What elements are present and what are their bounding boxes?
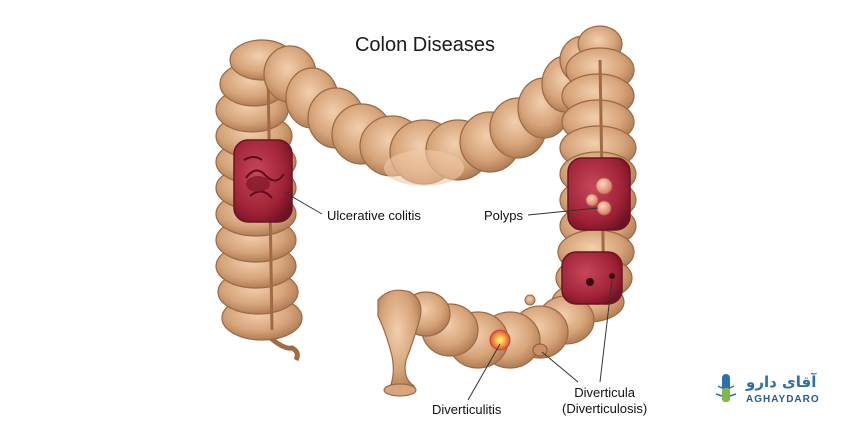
label-diverticula: Diverticula (Diverticulosis) xyxy=(562,385,647,417)
brand-logo: آقای دارو AGHAYDARO xyxy=(714,372,840,412)
diverticula-window xyxy=(561,251,623,305)
label-polyps: Polyps xyxy=(484,208,524,223)
leader-polyps xyxy=(527,207,599,216)
polyp-1 xyxy=(595,177,613,195)
polyp-2 xyxy=(596,200,612,216)
diagram-title: Colon Diseases xyxy=(354,34,496,56)
logo-text-en: AGHAYDARO xyxy=(746,394,820,405)
leader-diverticula-1 xyxy=(541,351,579,383)
label-ulcerative-colitis: Ulcerative colitis xyxy=(327,208,421,223)
leader-lines xyxy=(283,191,613,401)
polyp-3 xyxy=(585,193,599,207)
diverticulitis-spot xyxy=(489,329,511,351)
leader-ulcerative-colitis xyxy=(283,191,323,215)
leader-diverticula-2 xyxy=(599,279,613,383)
label-diverticula-line1: Diverticula xyxy=(574,385,635,400)
ulcerative-colitis-window xyxy=(233,139,293,223)
logo-text-fa: آقای دارو xyxy=(746,373,817,391)
label-diverticula-line2: (Diverticulosis) xyxy=(562,401,648,416)
logo-icon xyxy=(715,374,737,402)
polyps-window xyxy=(567,157,631,231)
label-diverticulitis: Diverticulitis xyxy=(432,402,502,417)
leader-diverticulitis xyxy=(467,343,501,401)
sigmoid-colon xyxy=(377,289,595,397)
